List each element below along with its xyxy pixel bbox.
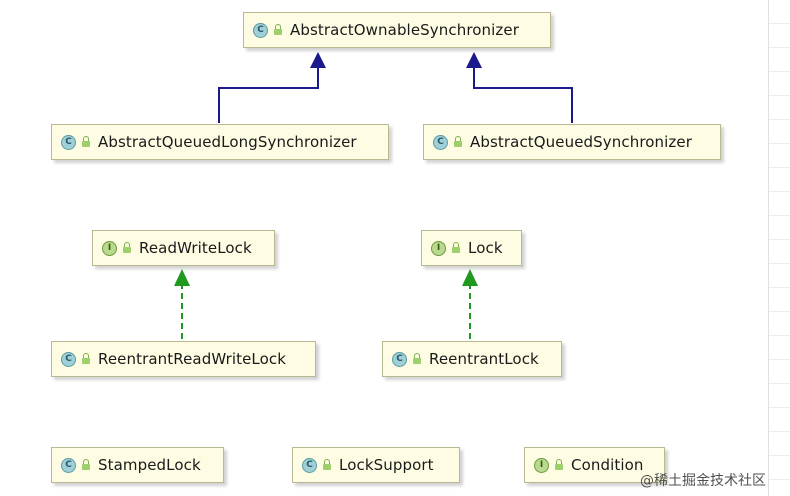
public-visibility-icon [555,459,563,470]
public-visibility-icon [323,459,331,470]
node-label: AbstractQueuedSynchronizer [470,133,692,151]
edge-aqs-extends-aos-arrowhead [466,52,482,68]
class-icon: C [392,351,407,367]
node-label: Lock [468,239,503,257]
node-label: LockSupport [339,456,434,474]
public-visibility-icon [82,136,90,147]
side-grid-panel [768,0,790,496]
node-reentrant-read-write-lock[interactable]: C ReentrantReadWriteLock [51,341,316,377]
public-visibility-icon [274,24,282,35]
public-visibility-icon [82,459,90,470]
public-visibility-icon [454,136,462,147]
node-reentrant-lock[interactable]: C ReentrantLock [382,341,562,377]
public-visibility-icon [123,242,131,253]
node-abstract-queued-synchronizer[interactable]: C AbstractQueuedSynchronizer [423,124,721,160]
edge-aqs-extends-aos [473,67,573,123]
public-visibility-icon [82,353,90,364]
edge-aqls-extends-aos [218,67,319,123]
interface-icon: I [102,240,117,256]
public-visibility-icon [452,242,460,253]
node-label: StampedLock [98,456,201,474]
class-icon: C [302,457,317,473]
class-icon: C [61,134,76,150]
interface-icon: I [431,240,446,256]
node-abstract-queued-long-synchronizer[interactable]: C AbstractQueuedLongSynchronizer [51,124,389,160]
node-label: AbstractOwnableSynchronizer [290,21,519,39]
node-abstract-ownable-synchronizer[interactable]: C AbstractOwnableSynchronizer [243,12,551,48]
public-visibility-icon [413,353,421,364]
class-icon: C [61,457,76,473]
class-icon: C [253,22,268,38]
node-label: AbstractQueuedLongSynchronizer [98,133,357,151]
watermark: @稀土掘金技术社区 [640,473,766,489]
node-label: Condition [571,456,644,474]
class-icon: C [61,351,76,367]
edge-rrwl-implements-rwl-arrowhead [174,269,190,286]
node-label: ReentrantLock [429,350,539,368]
edge-rl-implements-lock-arrowhead [462,269,478,286]
edge-aqls-extends-aos-arrowhead [310,52,326,68]
node-lock-support[interactable]: C LockSupport [292,447,460,483]
node-label: ReentrantReadWriteLock [98,350,287,368]
interface-icon: I [534,457,549,473]
node-condition[interactable]: I Condition [524,447,665,483]
node-read-write-lock[interactable]: I ReadWriteLock [92,230,275,266]
node-lock[interactable]: I Lock [421,230,522,266]
node-stamped-lock[interactable]: C StampedLock [51,447,224,483]
class-icon: C [433,134,448,150]
node-label: ReadWriteLock [139,239,252,257]
